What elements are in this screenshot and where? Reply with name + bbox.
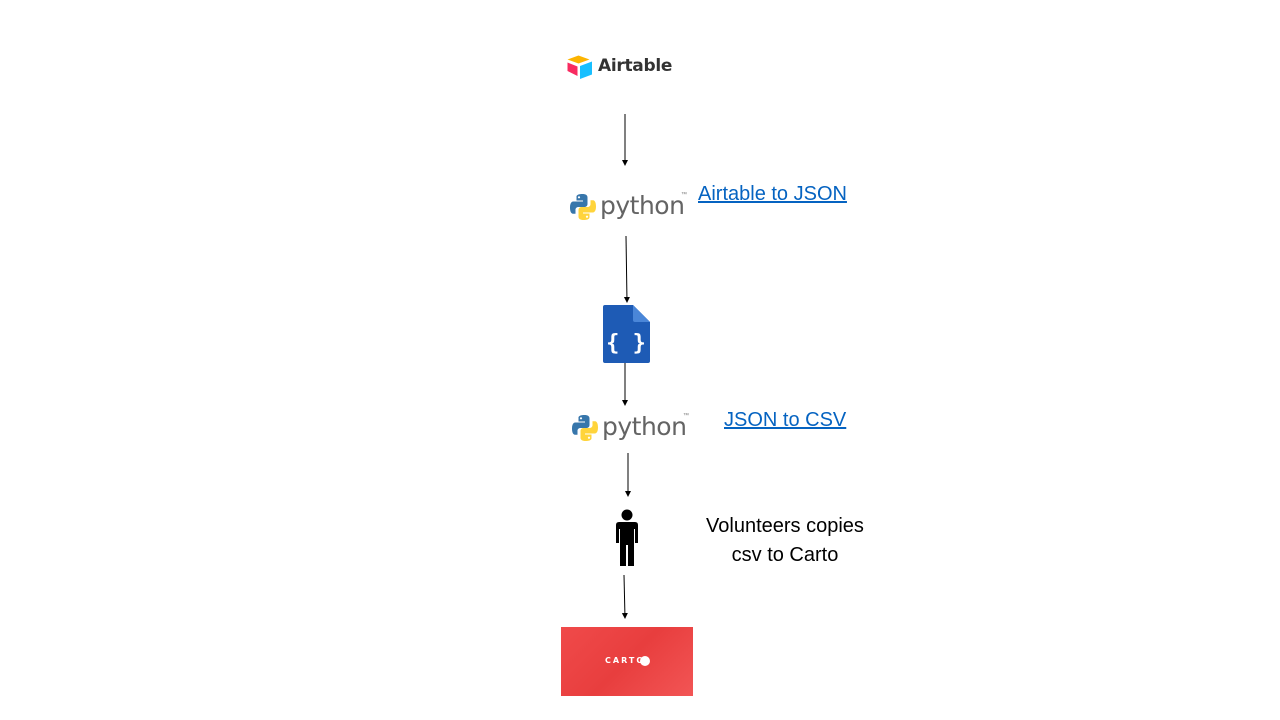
volunteer-caption-line-1: Volunteers copies [706, 515, 864, 537]
python-wordmark: python [602, 412, 687, 441]
person-icon [616, 509, 638, 566]
arrow-python-to-json [623, 235, 630, 303]
volunteer [614, 509, 640, 572]
airtable-wordmark: Airtable [598, 56, 673, 76]
python-icon [570, 194, 596, 220]
airtable-icon [567, 55, 592, 79]
python-wordmark: python [600, 191, 685, 220]
python-logo-2: python ™ [570, 409, 690, 449]
arrow-volunteer-to-carto [621, 574, 628, 619]
airtable-to-json-link[interactable]: Airtable to JSON [698, 183, 847, 205]
carto-logo: CARTO [561, 627, 693, 696]
python-icon [572, 415, 598, 441]
volunteer-caption-line-2: csv to Carto [731, 544, 839, 566]
airtable-logo: Airtable [566, 54, 676, 82]
python-logo-1: python ™ [568, 188, 688, 228]
json-to-csv-link[interactable]: JSON to CSV [724, 409, 847, 431]
carto-dot-icon [640, 656, 650, 666]
json-file: { } [603, 305, 650, 368]
carto-wordmark: CARTO [605, 656, 646, 665]
volunteer-caption: Volunteers copies csv to Carto [690, 512, 880, 570]
json-file-icon: { } [603, 305, 650, 363]
json-file-glyph: { } [606, 331, 646, 356]
